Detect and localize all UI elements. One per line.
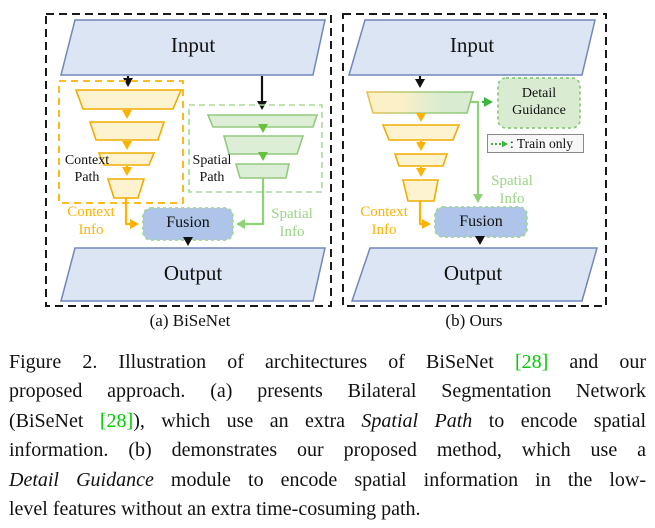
caption-text-italic: Detail Guidance (9, 468, 154, 491)
figure-caption-line: Figure 2. Illustration of architectures … (9, 348, 646, 377)
train-only-label: : Train only (510, 135, 574, 151)
detail-guidance-box (497, 77, 581, 129)
backbone-block-2-b (381, 124, 461, 141)
spatial-path-label-a: Spatial Path (192, 153, 232, 185)
citation-28[interactable]: [28] (99, 409, 134, 432)
panel-b-diagram (342, 13, 607, 307)
arrow-spatial-to-fusion-b (470, 100, 483, 203)
subcaption-b: (b) Ours (445, 311, 503, 330)
context-info-label-b: Context Info (360, 204, 408, 238)
caption-text: information. (b) demonstrates our propos… (9, 439, 646, 462)
train-only-legend: : Train only (487, 134, 584, 153)
figure-caption: Figure 2. Illustration of architectures … (9, 348, 646, 524)
arrow-context-to-fusion-a (124, 198, 139, 229)
figure-caption-line: level features without an extra time-cos… (9, 495, 646, 524)
output-parallelogram-b (350, 247, 598, 302)
caption-text: and our (548, 351, 647, 373)
figure-caption-line: (BiSeNet [28]), which use an extra Spati… (9, 407, 646, 436)
figure-caption-line: Detail Guidance module to encode spatial… (9, 466, 646, 495)
caption-text: (BiSeNet (9, 409, 100, 432)
arrow-spatial-to-fusion-a (236, 178, 265, 229)
backbone-block-1-gradient-b (365, 91, 475, 114)
input-parallelogram-b (348, 19, 596, 76)
context-info-label-a: Context Info (67, 204, 115, 238)
input-parallelogram-a (60, 19, 326, 76)
caption-text: module to encode spatial information in … (153, 468, 646, 491)
fusion-label-b: Fusion (459, 213, 503, 230)
caption-text: ), which use an extra (133, 409, 362, 432)
backbone-block-3-b (393, 153, 449, 167)
figure-caption-line: information. (b) demonstrates our propos… (9, 436, 646, 465)
spatial-info-label-b: Spatial Info (491, 173, 533, 207)
panel-a-diagram (45, 13, 332, 307)
subcaption-a: (a) BiSeNet (149, 311, 231, 330)
caption-text: level features without an extra time-cos… (9, 498, 421, 521)
caption-text: to encode spatial (472, 409, 647, 432)
spatial-block-3-a (234, 163, 290, 179)
detail-guidance-label: Detail Guidance (512, 86, 566, 118)
caption-text: proposed approach. (a) presents Bilatera… (9, 380, 646, 403)
arrow-context-to-fusion-b (418, 201, 431, 229)
backbone-block-4-b (401, 179, 439, 202)
panel-b-border (342, 13, 607, 307)
context-path-box-a (58, 80, 184, 204)
output-label-b: Output (443, 261, 503, 285)
figure-caption-line: proposed approach. (a) presents Bilatera… (9, 377, 646, 406)
fusion-label-a: Fusion (166, 214, 210, 231)
context-block-4-a (106, 178, 146, 199)
caption-text-italic: Spatial Path (361, 409, 473, 432)
spatial-block-1-a (206, 114, 319, 128)
input-label-a: Input (170, 33, 216, 57)
spatial-block-2-a (222, 135, 305, 155)
panel-a-border (45, 13, 332, 307)
output-label-a: Output (163, 261, 223, 285)
train-only-arrow-icon (491, 140, 508, 147)
caption-text: Figure 2. Illustration of architectures … (9, 351, 515, 373)
output-parallelogram-a (60, 247, 326, 302)
spatial-info-label-a: Spatial Info (271, 206, 313, 240)
context-path-label-a: Context Path (64, 153, 110, 185)
context-block-2-a (88, 121, 166, 141)
context-block-3-a (97, 152, 156, 166)
citation-28[interactable]: [28] (514, 351, 549, 373)
input-label-b: Input (449, 33, 495, 57)
context-block-1-a (74, 89, 183, 110)
